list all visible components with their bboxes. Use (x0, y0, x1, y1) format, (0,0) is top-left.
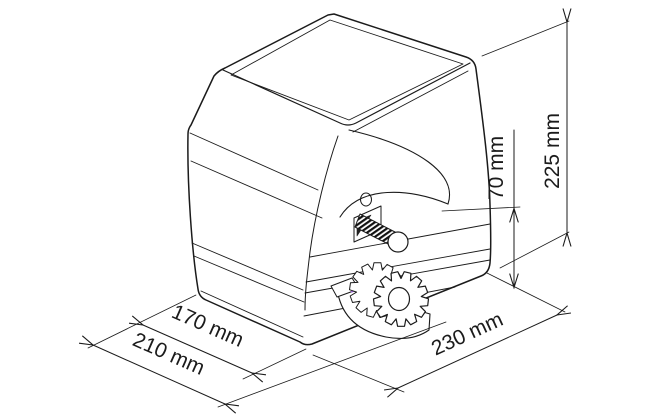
left-face-seam-2 (190, 160, 323, 219)
left-face-seam-3 (191, 242, 304, 291)
extension-line-230-left (312, 354, 405, 393)
lamp-dome-arc-lower (339, 191, 449, 218)
left-face-seam-4 (193, 255, 305, 303)
dimension-line-210 (93, 345, 225, 404)
dimension-label-70: 70 mm (485, 136, 508, 200)
dimension-annotations (88, 21, 569, 407)
motor-housing (187, 13, 492, 346)
extension-line-225-bottom (499, 231, 570, 269)
front-face-seam-2 (305, 248, 491, 283)
dimension-line-230 (398, 315, 557, 388)
lamp-dome-arc-upper (348, 129, 450, 205)
extension-line-ground-right (486, 272, 566, 313)
left-face-seam-1 (189, 132, 319, 191)
lid-front-edges (222, 62, 471, 126)
release-bolt-assembly (353, 205, 409, 253)
pinion-bore (387, 286, 411, 312)
extension-line-225-top (481, 20, 570, 57)
release-knob (387, 231, 409, 253)
arrowhead-70-up (509, 206, 519, 223)
arrowhead-70-down (509, 273, 519, 290)
left-base-inner-edge (200, 290, 304, 338)
extension-line-170-right (242, 348, 307, 380)
front-face-hole (360, 192, 372, 207)
lid-skirt-front (352, 70, 469, 133)
dimension-label-230: 230 mm (428, 308, 507, 361)
lid-inner-edge (230, 19, 464, 121)
extension-line-70-top (441, 206, 521, 212)
dimension-label-225: 225 mm (541, 113, 564, 189)
front-corner-edge (304, 135, 339, 311)
